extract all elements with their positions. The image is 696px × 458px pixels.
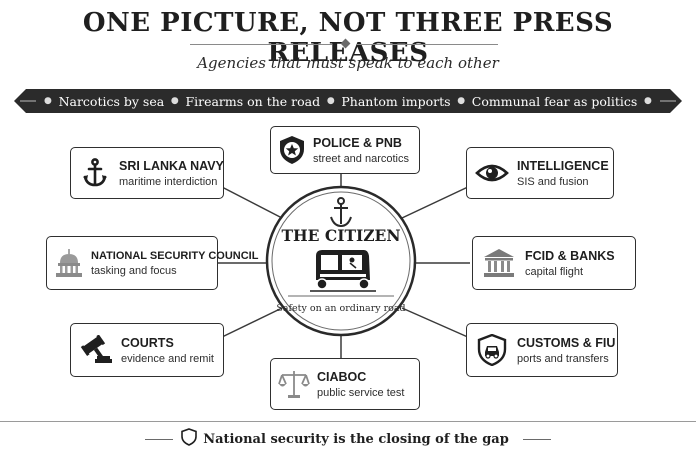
connector-intelligence <box>401 185 471 219</box>
scales-icon <box>271 369 317 399</box>
node-intelligence: INTELLIGENCE SIS and fusion <box>466 147 614 199</box>
bullet-icon: ● <box>170 96 179 106</box>
node-label: SRI LANKA NAVY <box>119 158 224 173</box>
banner-ribbon-shape <box>14 89 682 113</box>
footer-line-right <box>522 438 551 440</box>
anchor-icon <box>330 197 352 228</box>
shield-car-icon <box>467 334 517 366</box>
node-label: NATIONAL SECURITY COUNCIL <box>91 249 259 262</box>
banner-item-narcotics: Narcotics by sea <box>58 93 165 109</box>
eye-icon <box>467 162 517 184</box>
node-police: POLICE & PNB street and narcotics <box>270 126 420 174</box>
title-rule-right <box>356 44 498 45</box>
hub-title: THE CITIZEN <box>281 226 401 245</box>
node-label: FCID & BANKS <box>525 248 615 263</box>
title-rule-left <box>190 44 332 45</box>
capitol-dome-icon <box>47 248 91 278</box>
bullet-icon: ● <box>457 96 466 106</box>
tuk-tuk-icon <box>310 250 376 292</box>
banner-item-firearms: Firearms on the road <box>185 93 321 109</box>
threat-banner: ● Narcotics by sea ● Firearms on the roa… <box>14 86 682 116</box>
node-label: INTELLIGENCE <box>517 158 609 173</box>
footer-rule <box>0 421 696 422</box>
node-desc: public service test <box>317 386 405 399</box>
node-label: CIABOC <box>317 369 367 384</box>
bullet-icon: ● <box>44 96 52 106</box>
node-desc: capital flight <box>525 265 584 278</box>
subtitle: Agencies that must speak to each other <box>197 54 499 72</box>
page-title: ONE PICTURE, NOT THREE PRESS RELEASES <box>82 8 614 68</box>
node-label: COURTS <box>121 335 174 350</box>
node-nsc: NATIONAL SECURITY COUNCIL tasking and fo… <box>46 236 258 290</box>
gavel-icon <box>71 335 121 365</box>
footer-text: National security is the closing of the … <box>203 431 509 447</box>
node-label: CUSTOMS & FIU <box>517 335 616 350</box>
banner-item-communal: Communal fear as politics <box>471 93 638 109</box>
connector-navy <box>219 185 283 219</box>
footer-line-left <box>145 438 174 440</box>
node-label: POLICE & PNB <box>313 135 402 150</box>
hub-caption: Safety on an ordinary road <box>276 303 406 314</box>
connector-customs <box>401 307 471 339</box>
bullet-icon: ● <box>644 96 652 106</box>
police-badge-icon <box>271 135 313 165</box>
node-courts: COURTS evidence and remit <box>70 323 224 377</box>
node-desc: street and narcotics <box>313 152 409 165</box>
node-desc: tasking and focus <box>91 264 177 277</box>
footer: National security is the closing of the … <box>0 428 696 450</box>
node-fcid: FCID & BANKS capital flight <box>472 236 636 290</box>
node-desc: ports and transfers <box>517 352 609 365</box>
shield-icon <box>181 428 197 450</box>
bullet-icon: ● <box>326 96 335 106</box>
node-navy: SRI LANKA NAVY maritime interdiction <box>70 147 224 199</box>
node-desc: evidence and remit <box>121 352 214 365</box>
banner-item-imports: Phantom imports <box>341 93 451 109</box>
node-desc: maritime interdiction <box>119 175 218 188</box>
anchor-icon <box>71 158 119 188</box>
node-ciaboc: CIABOC public service test <box>270 358 420 410</box>
node-desc: SIS and fusion <box>517 175 589 188</box>
bank-building-icon <box>473 248 525 278</box>
connector-courts <box>219 307 283 339</box>
node-customs: CUSTOMS & FIU ports and transfers <box>466 323 618 377</box>
citizen-hub <box>265 185 417 337</box>
